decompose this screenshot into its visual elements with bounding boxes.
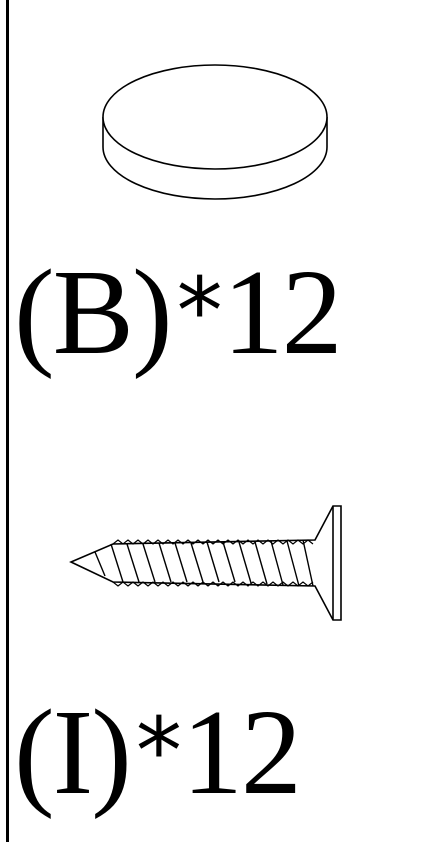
part-quantity: 12 [222,245,343,380]
multiplier-symbol: * [176,258,223,365]
left-border-line [6,0,9,842]
part-b: (B)*12 [0,0,438,400]
part-code: (B) [14,245,173,380]
part-code: (I) [14,685,132,820]
multiplier-symbol: * [135,698,182,805]
countersunk-screw-icon [69,505,342,621]
part-i-label: (I)*12 [14,692,302,814]
part-i: (I)*12 [0,400,438,842]
cap-disc-icon [102,64,328,200]
part-quantity: 12 [181,685,302,820]
part-b-label: (B)*12 [14,252,343,374]
